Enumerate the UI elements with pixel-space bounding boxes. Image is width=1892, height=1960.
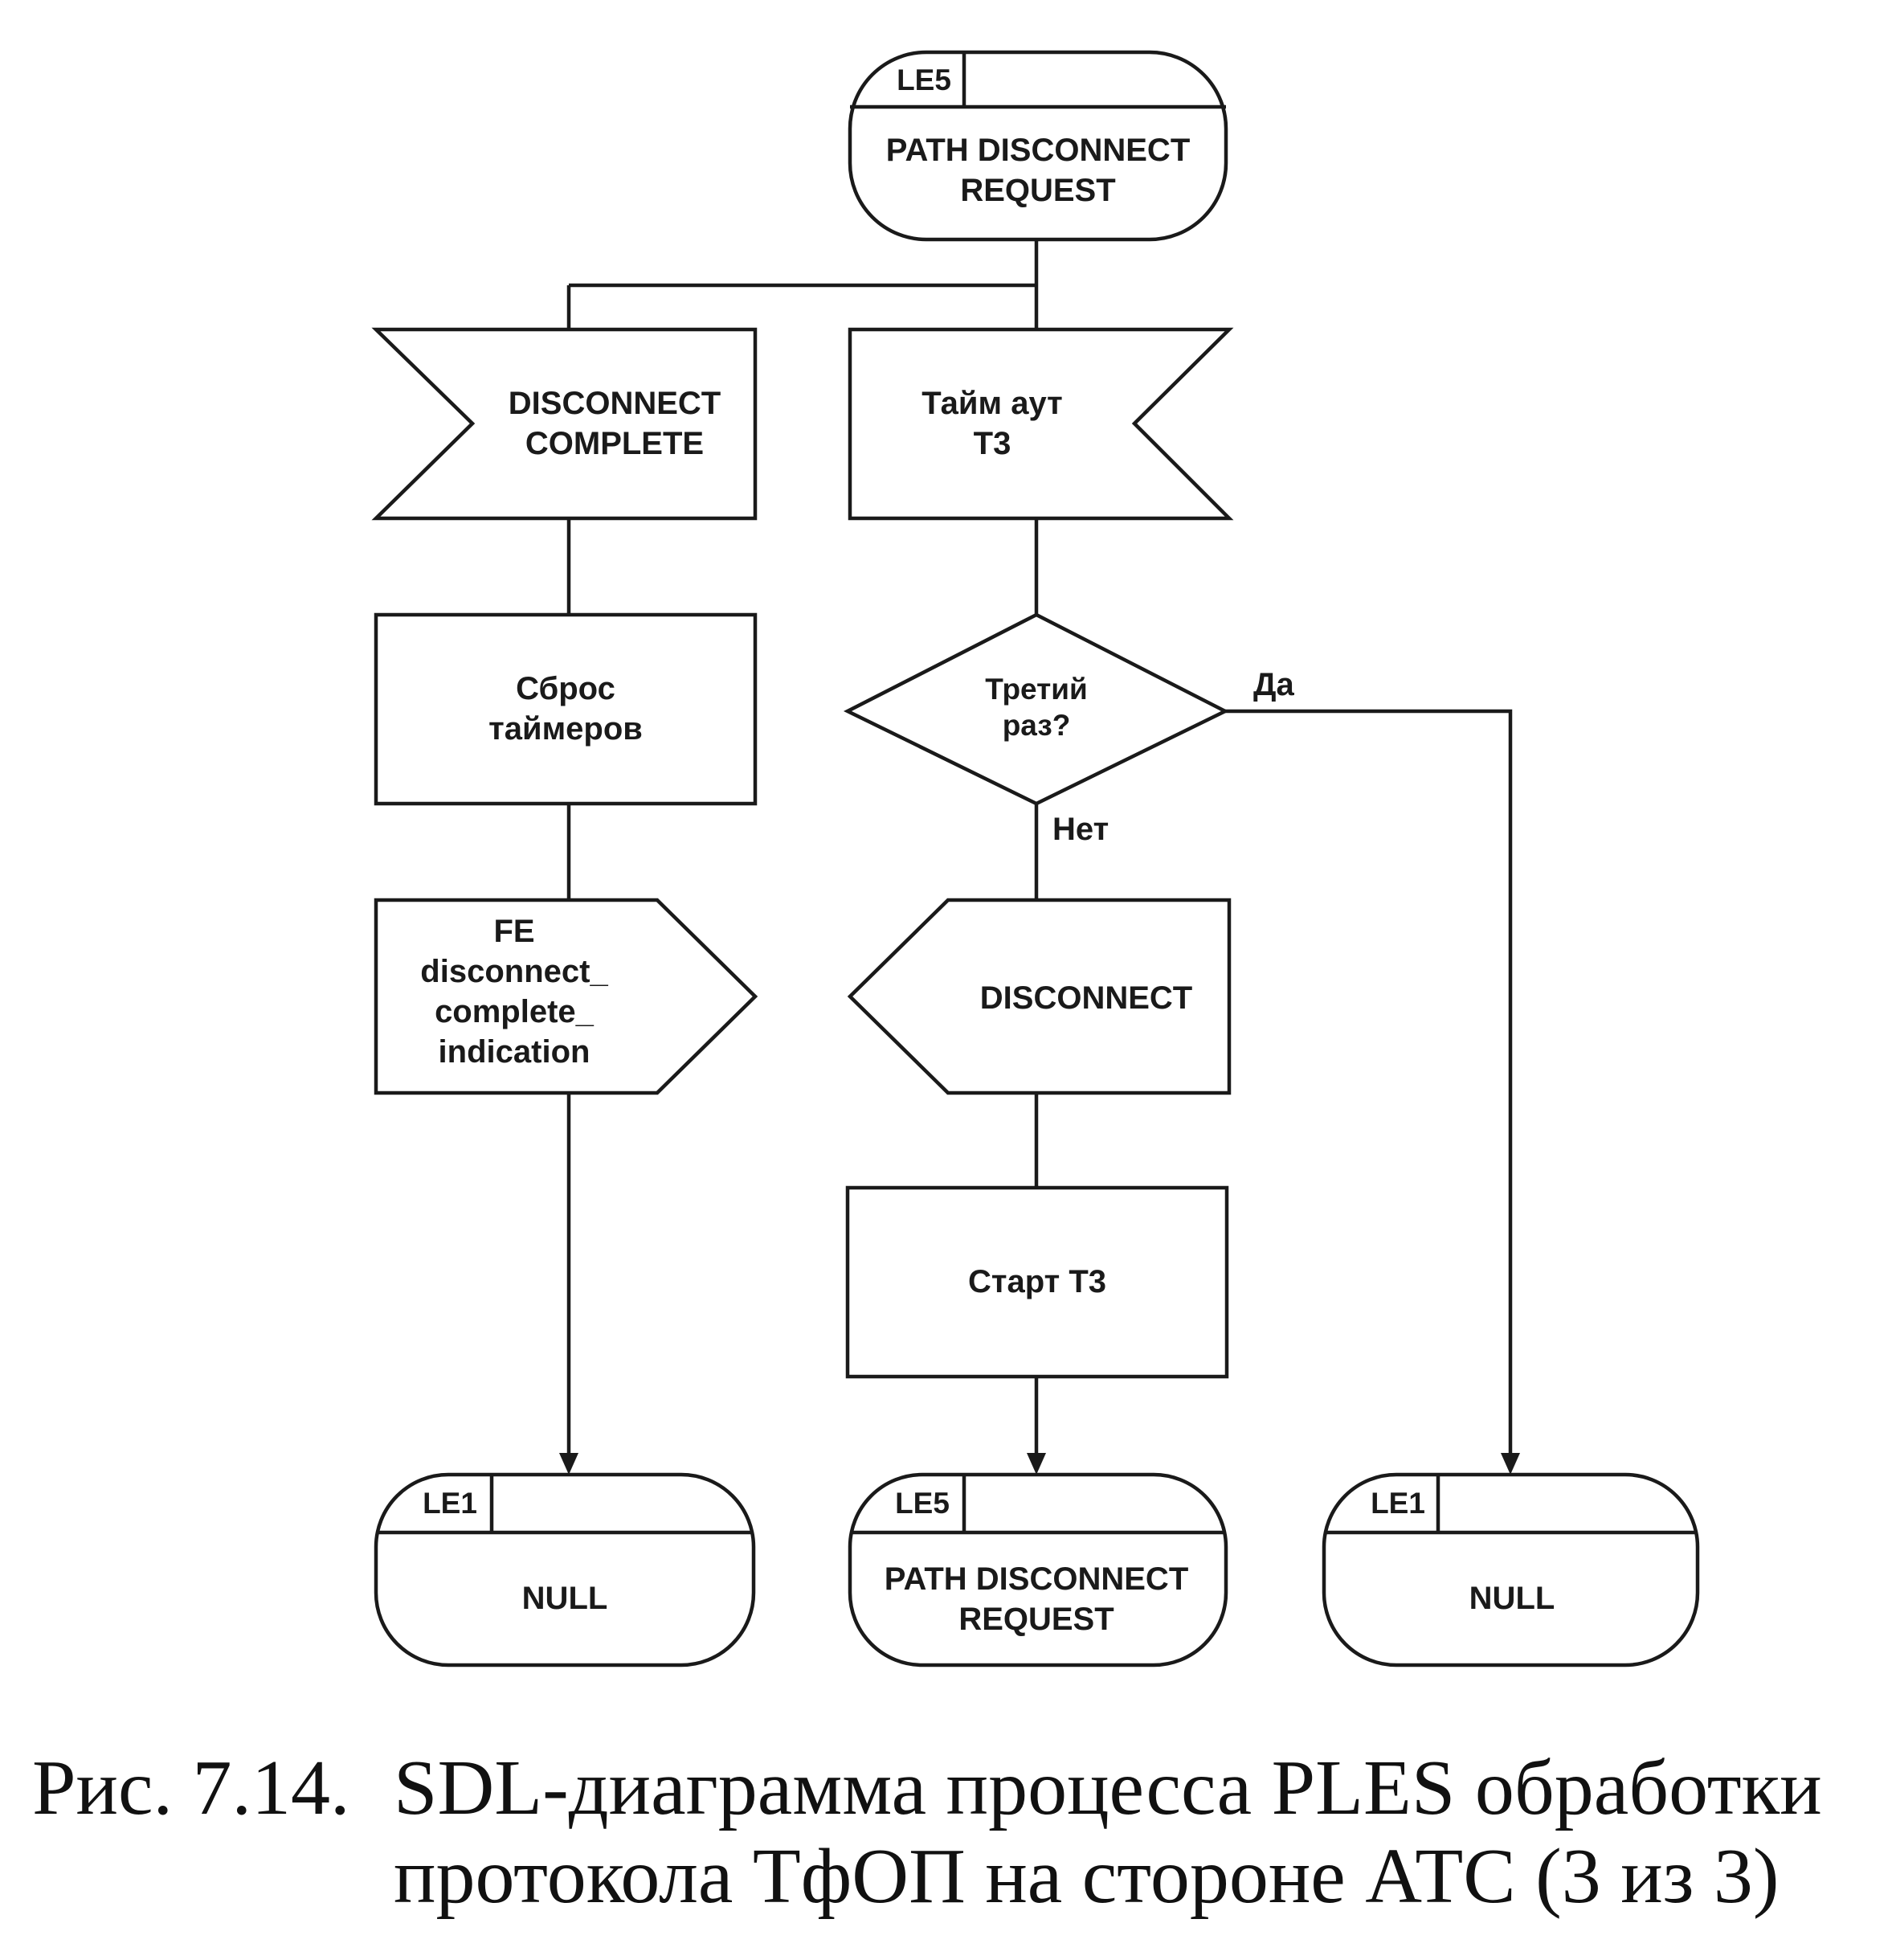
output-fe-line2: disconnect_ <box>420 954 608 989</box>
output-disconnect-shape <box>847 898 1232 1095</box>
state-mid-shape <box>848 1472 1228 1667</box>
input-disconnect-complete-line2: COMPLETE <box>525 426 704 461</box>
task-start-t3: Старт Т3 <box>845 1185 1229 1379</box>
output-fe-indication: FE disconnect_ complete_ indication <box>374 898 758 1095</box>
state-top-divider <box>850 52 1226 109</box>
state-mid-id: LE5 <box>895 1487 950 1520</box>
state-top-name-line1: PATH DISCONNECT <box>886 133 1191 168</box>
state-mid: LE5 PATH DISCONNECT REQUEST <box>848 1472 1228 1667</box>
arrowhead-mid <box>1027 1453 1046 1475</box>
task-reset-timers-line2: таймеров <box>488 711 643 747</box>
input-disconnect-complete-line1: DISCONNECT <box>509 386 721 421</box>
arrowhead-left <box>559 1453 578 1475</box>
state-left: LE1 NULL <box>374 1472 756 1667</box>
task-start-t3-shape <box>845 1185 1229 1379</box>
state-left-shape <box>374 1472 756 1667</box>
output-fe-line3: complete_ <box>435 994 595 1029</box>
task-reset-timers-line1: Сброс <box>516 671 615 706</box>
task-reset-timers: Сброс таймеров <box>374 612 758 806</box>
connector-top-split <box>566 239 1039 329</box>
connectors <box>559 239 1520 1475</box>
caption-text-line2: протокола ТфОП на стороне АТС (3 из 3) <box>394 1833 1780 1920</box>
state-top-name-line2: REQUEST <box>960 173 1115 208</box>
output-disconnect-line1: DISCONNECT <box>980 980 1192 1016</box>
output-fe-indication-shape <box>374 898 758 1095</box>
state-left-id: LE1 <box>423 1487 477 1520</box>
state-mid-name-line1: PATH DISCONNECT <box>885 1561 1189 1597</box>
input-timeout: Тайм аут Т3 <box>848 327 1234 521</box>
state-right-name: NULL <box>1469 1581 1555 1616</box>
input-timeout-shape <box>848 327 1234 521</box>
decision-yes-label: Да <box>1253 667 1294 702</box>
state-left-name: NULL <box>522 1581 608 1616</box>
state-mid-divider <box>850 1475 1226 1535</box>
input-timeout-line1: Тайм аут <box>921 386 1063 421</box>
caption-text-line1: SDL-диаграмма процесса PLES обработки <box>394 1745 1822 1831</box>
input-timeout-line2: Т3 <box>974 426 1011 461</box>
figure-caption: Рис. 7.14. SDL-диаграмма процесса PLES об… <box>32 1744 1880 1921</box>
output-fe-line4: indication <box>439 1034 590 1070</box>
caption-line-1: Рис. 7.14. SDL-диаграмма процесса PLES об… <box>32 1744 1880 1832</box>
decision-no-label: Нет <box>1052 812 1109 847</box>
decision-line1: Третий <box>985 673 1088 706</box>
input-disconnect-complete: DISCONNECT COMPLETE <box>371 327 758 521</box>
decision-third-time: Третий раз? Да Нет <box>843 612 1294 847</box>
state-mid-name-line2: REQUEST <box>958 1602 1114 1637</box>
task-reset-timers-shape <box>374 612 758 806</box>
state-top: LE5 PATH DISCONNECT REQUEST <box>848 50 1228 242</box>
state-right: LE1 NULL <box>1322 1472 1700 1667</box>
input-disconnect-complete-shape <box>371 327 758 521</box>
output-fe-line1: FE <box>493 914 534 949</box>
output-disconnect: DISCONNECT <box>847 898 1232 1095</box>
state-right-divider <box>1324 1475 1698 1535</box>
decision-third-time-shape <box>843 612 1230 806</box>
sdl-diagram: LE5 PATH DISCONNECT REQUEST DISCONNECT C… <box>371 50 1700 1667</box>
caption-number: Рис. 7.14. <box>32 1745 350 1831</box>
state-top-shape <box>848 50 1228 242</box>
state-right-id: LE1 <box>1371 1487 1425 1520</box>
state-right-shape <box>1322 1472 1700 1667</box>
state-left-divider <box>376 1475 754 1535</box>
connector-decision-yes <box>1225 709 1513 1453</box>
task-start-t3-line1: Старт Т3 <box>968 1264 1106 1299</box>
decision-line2: раз? <box>1003 709 1071 742</box>
state-top-id: LE5 <box>897 63 951 96</box>
arrowhead-right <box>1501 1453 1520 1475</box>
caption-line-2: протокола ТфОП на стороне АТС (3 из 3) <box>32 1832 1880 1921</box>
